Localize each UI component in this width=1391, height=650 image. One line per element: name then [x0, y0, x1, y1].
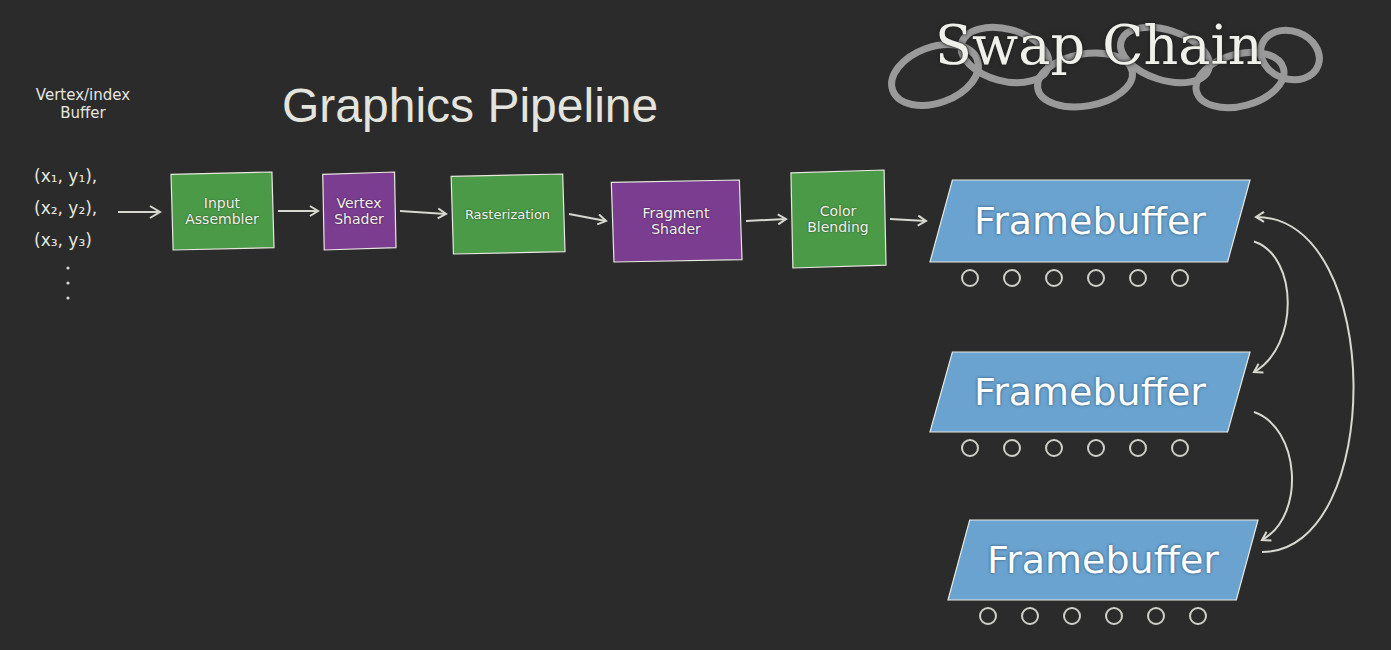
vertex-coordinate: (x₂, y₂), [34, 198, 97, 218]
buffer-label: Vertex/index Buffer [28, 86, 138, 122]
flow-arrow [890, 219, 926, 221]
continuation-dots [66, 266, 69, 299]
flow-arrow [400, 211, 446, 214]
box-label: Vertex Shader [330, 195, 388, 227]
swapchain-heading: Swap Chain [935, 14, 1262, 77]
shape-outline [171, 172, 274, 250]
flow-arrow [746, 219, 786, 221]
shape-outline [930, 180, 1250, 262]
box-label: Input Assembler [178, 195, 266, 227]
flow-arrow [569, 214, 606, 221]
box-label: Framebuffer [974, 199, 1206, 243]
box-label: Framebuffer [987, 538, 1219, 582]
flow-arrow [1256, 217, 1354, 552]
box-label: Color Blending [798, 203, 878, 235]
framebuffer-box: Framebuffer [948, 520, 1258, 600]
framebuffer-box: Framebuffer [930, 352, 1250, 432]
box-label: Framebuffer [974, 370, 1206, 414]
flow-arrow [1254, 242, 1288, 373]
shape-outline [930, 352, 1250, 432]
framebuffer-box: Framebuffer [930, 180, 1250, 262]
stage-box: Rasterization [450, 174, 565, 254]
diagram-title: Graphics Pipeline [282, 78, 658, 133]
box-label: Rasterization [465, 207, 550, 222]
input-arrow [118, 206, 160, 218]
stage-box: Input Assembler [170, 172, 274, 250]
shape-outline [323, 172, 396, 250]
shape-outline [451, 174, 565, 254]
shader-box: Vertex Shader [322, 172, 396, 250]
shape-outline [611, 180, 742, 262]
flow-arrow [278, 210, 318, 212]
shape-outline [948, 520, 1258, 600]
vertex-coordinate: (x₁, y₁), [34, 166, 97, 186]
stage-box: Color Blending [790, 170, 886, 268]
flow-arrow [1254, 412, 1292, 540]
vertex-coordinate: (x₃, y₃) [34, 230, 92, 250]
shader-box: Fragment Shader [610, 180, 742, 262]
shape-outline [791, 170, 886, 268]
box-label: Fragment Shader [618, 205, 734, 237]
